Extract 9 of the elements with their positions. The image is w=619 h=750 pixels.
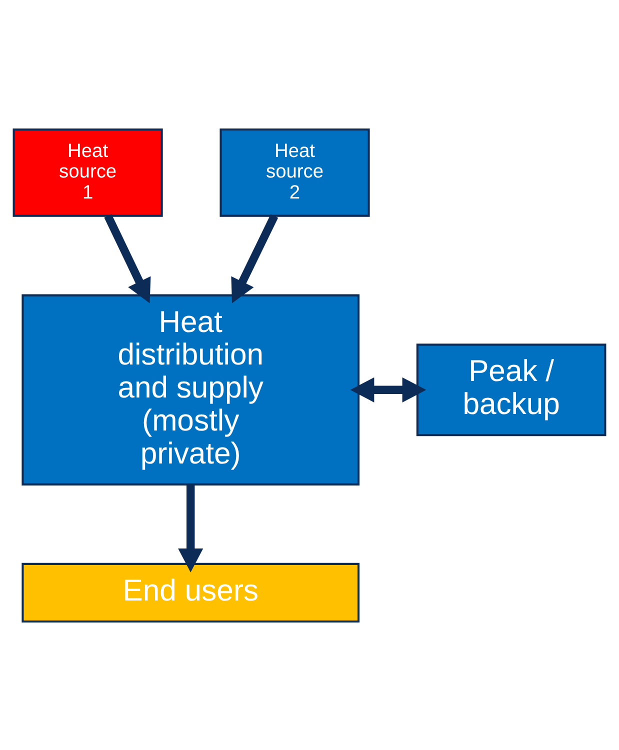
arrow <box>350 376 426 402</box>
node-box: End users <box>22 562 360 622</box>
node-box: Heat source 1 <box>12 128 163 216</box>
node-box: Heat source 2 <box>220 128 370 216</box>
node-box: Heat distribution and supply (mostly private) <box>22 294 360 485</box>
node-box: Peak / backup <box>416 343 606 436</box>
arrow <box>178 484 204 572</box>
arrow <box>231 214 278 303</box>
arrow <box>104 214 151 303</box>
